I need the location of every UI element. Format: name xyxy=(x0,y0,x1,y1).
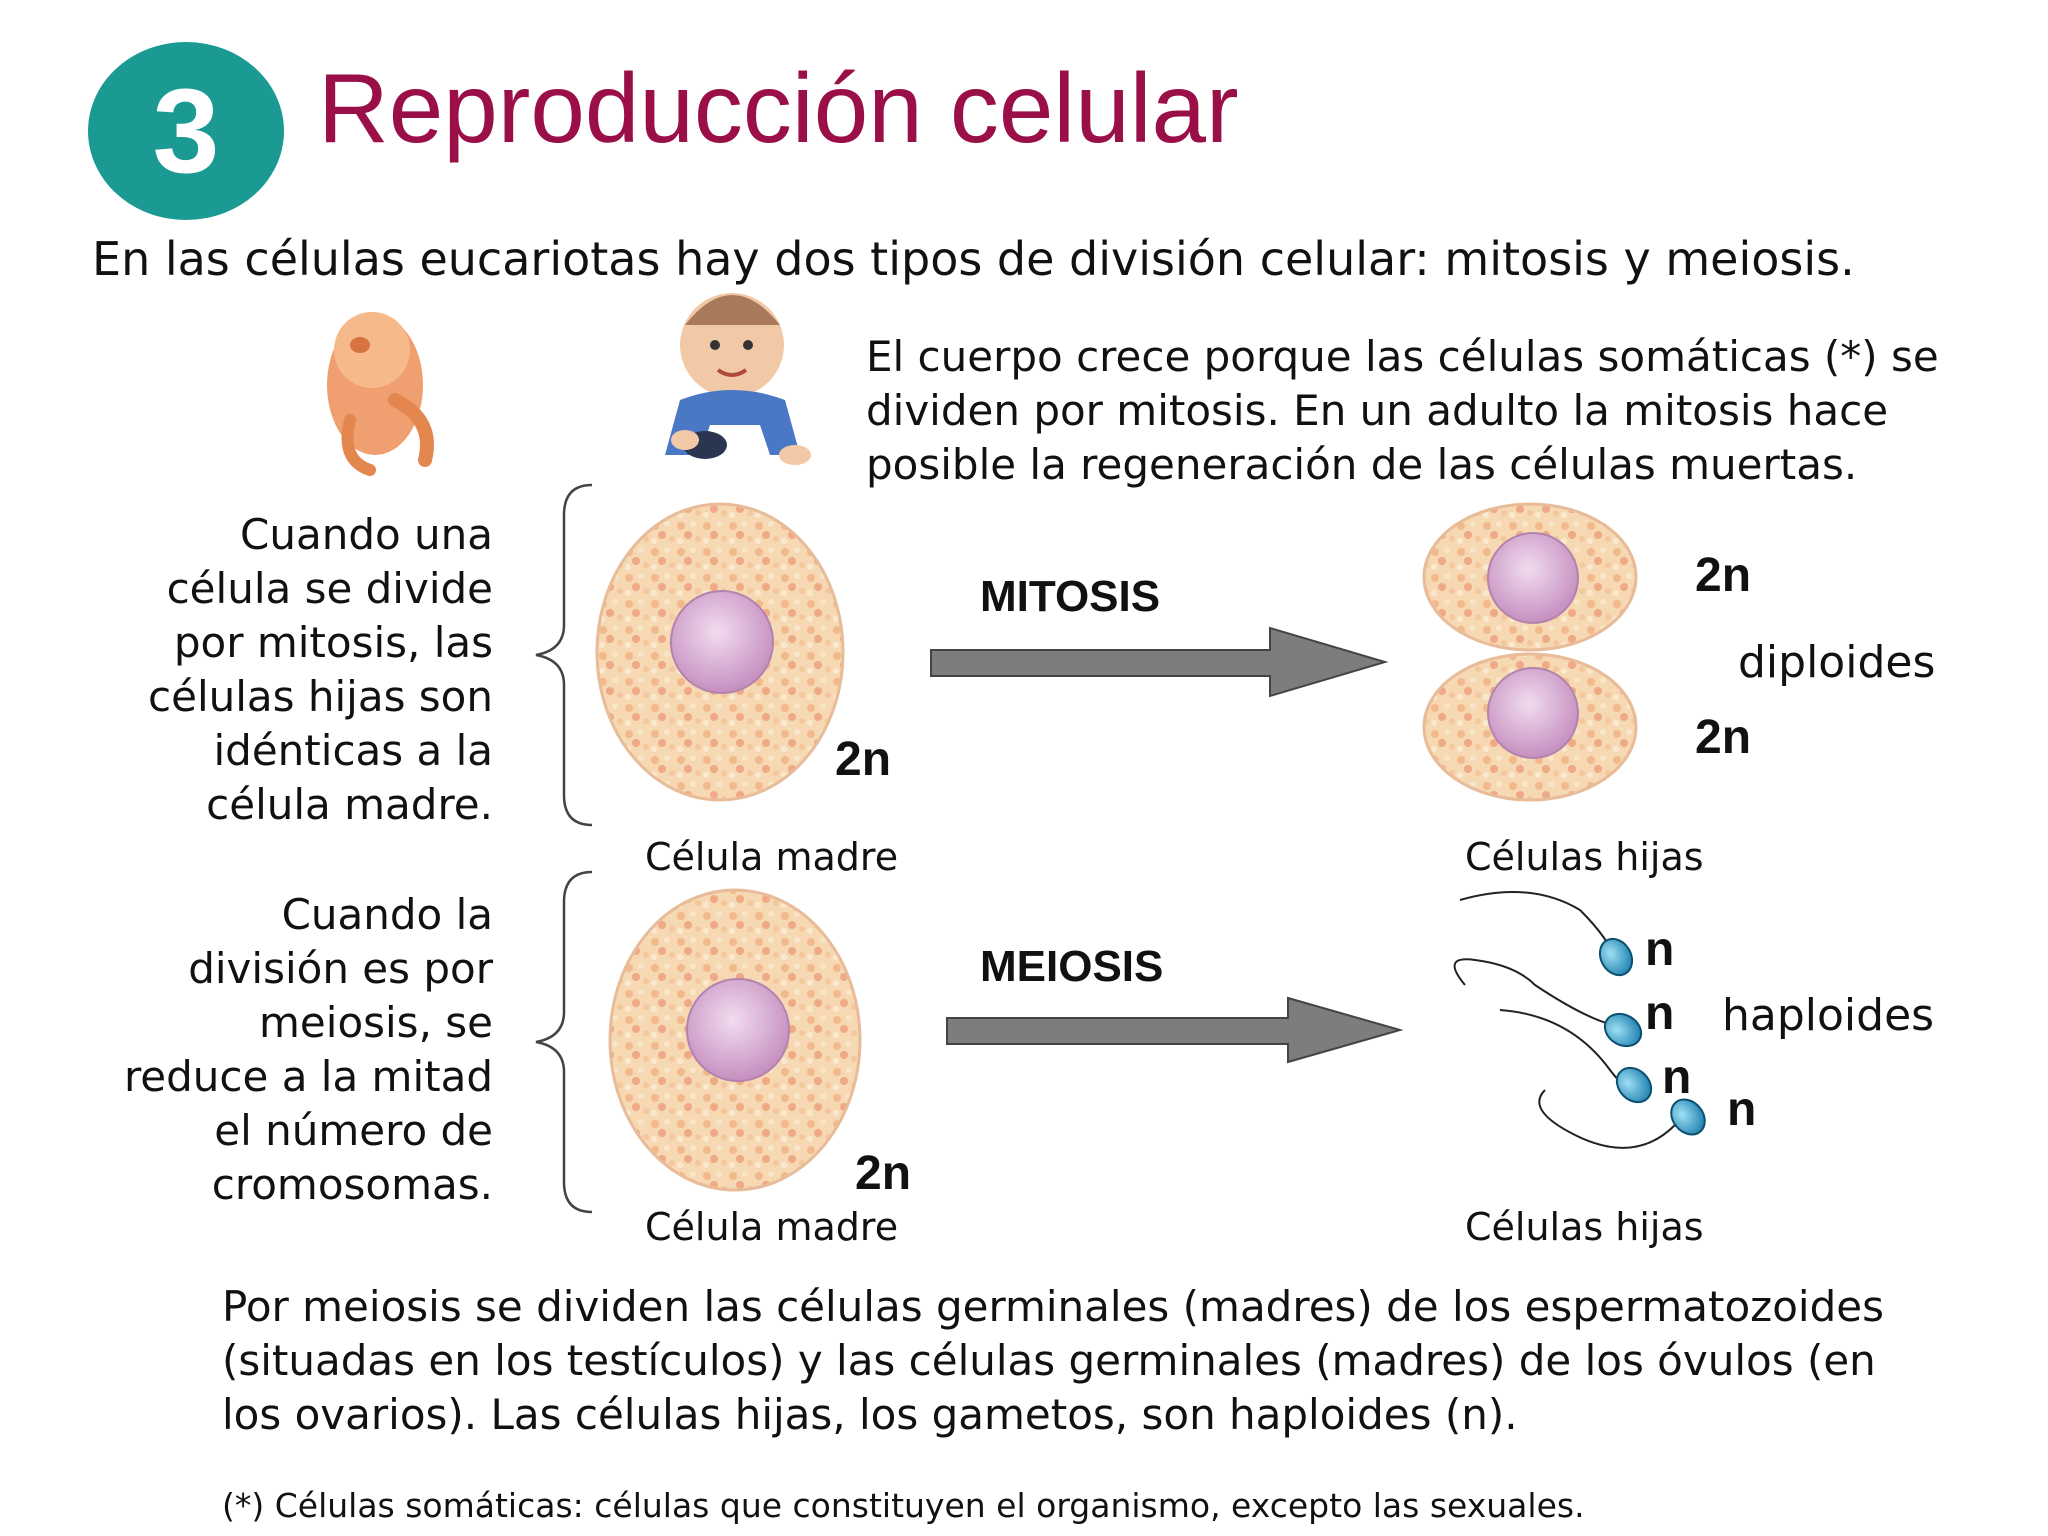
growth-text: El cuerpo crece porque las células somát… xyxy=(866,332,1939,489)
mitosis-daughters-caption: Células hijas xyxy=(1465,835,1704,879)
bottom-text: Por meiosis se dividen las células germi… xyxy=(222,1282,1884,1439)
footnote: (*) Células somáticas: células que const… xyxy=(222,1486,1585,1525)
mitosis-daughter-cell-2 xyxy=(1422,652,1638,802)
meiosis-daughter-ploidy-2: n xyxy=(1645,987,1675,1040)
meiosis-arrow xyxy=(946,996,1404,1064)
mitosis-mother-caption: Célula madre xyxy=(645,835,899,879)
mitosis-mother-ploidy: 2n xyxy=(835,733,892,786)
meiosis-daughters-caption: Células hijas xyxy=(1465,1205,1704,1249)
page-title: Reproducción celular xyxy=(318,53,1239,163)
mitosis-daughter-type: diploides xyxy=(1738,637,1936,688)
meiosis-mother-ploidy: 2n xyxy=(855,1147,912,1200)
section-number: 3 xyxy=(152,64,220,198)
baby-image xyxy=(665,293,811,465)
mitosis-arrow xyxy=(930,626,1389,698)
meiosis-mother-cell xyxy=(608,888,862,1192)
sperm-icon xyxy=(1459,891,1634,977)
mitosis-daughter-ploidy-2: 2n xyxy=(1695,711,1752,764)
mitosis-daughter-ploidy-1: 2n xyxy=(1695,549,1752,602)
meiosis-brace xyxy=(535,870,593,1214)
mitosis-daughter-cell-1 xyxy=(1422,502,1638,652)
sperm-icon xyxy=(1453,958,1643,1048)
intro-text: En las células eucariotas hay dos tipos … xyxy=(92,232,1855,286)
sperm-icon xyxy=(1538,1089,1706,1149)
meiosis-daughter-ploidy-3: n xyxy=(1662,1051,1692,1104)
meiosis-mother-caption: Célula madre xyxy=(645,1205,899,1249)
sperm-icon xyxy=(1499,1009,1653,1104)
mitosis-description: Cuando una célula se divide por mitosis,… xyxy=(148,510,493,829)
mitosis-brace xyxy=(535,483,593,827)
fetus-image xyxy=(327,312,434,476)
section-number-badge: 3 xyxy=(88,42,284,220)
meiosis-daughter-ploidy-4: n xyxy=(1727,1083,1757,1136)
meiosis-daughter-type: haploides xyxy=(1722,990,1935,1041)
mitosis-arrow-label: MITOSIS xyxy=(980,572,1161,621)
mitosis-mother-cell xyxy=(595,502,845,802)
meiosis-daughter-ploidy-1: n xyxy=(1645,923,1675,976)
meiosis-description: Cuando la división es por meiosis, se re… xyxy=(123,890,493,1209)
meiosis-arrow-label: MEIOSIS xyxy=(980,942,1164,991)
